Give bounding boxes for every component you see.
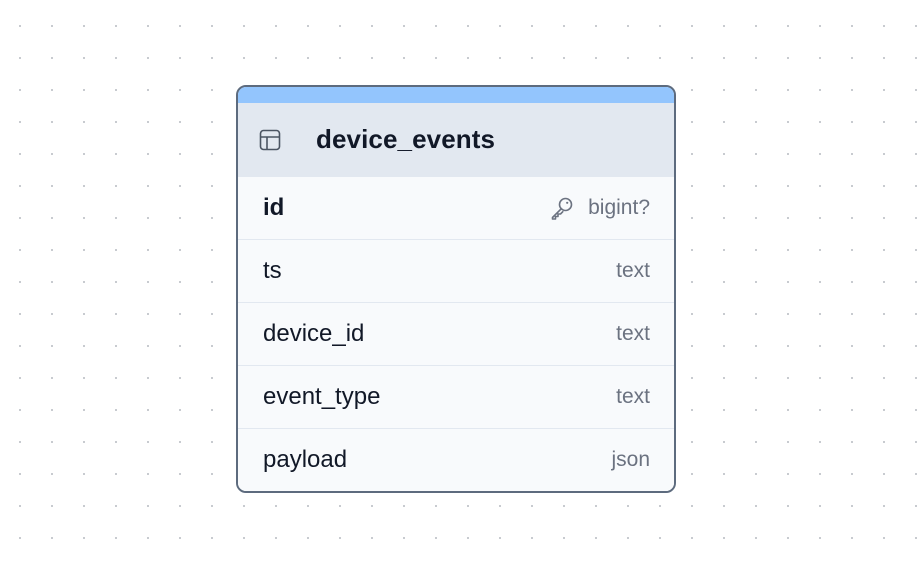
- table-icon: [258, 128, 282, 152]
- column-row-payload[interactable]: payload json: [238, 428, 674, 491]
- column-type: json: [611, 448, 650, 471]
- column-name: id: [263, 194, 285, 221]
- column-type: text: [616, 385, 650, 408]
- column-type: text: [616, 322, 650, 345]
- table-title: device_events: [316, 124, 496, 154]
- column-row-ts[interactable]: ts text: [238, 239, 674, 302]
- table-accent-bar: [238, 87, 674, 103]
- column-meta: bigint?: [548, 194, 650, 222]
- column-row-id[interactable]: id bigint?: [238, 176, 674, 239]
- column-name: payload: [263, 446, 348, 473]
- column-name: device_id: [263, 320, 365, 347]
- column-name: ts: [263, 257, 282, 284]
- column-name: event_type: [263, 383, 381, 410]
- table-node-device-events[interactable]: device_events id bigint? ts text device_…: [236, 85, 676, 493]
- key-icon: [548, 194, 576, 222]
- table-header[interactable]: device_events: [238, 103, 674, 176]
- column-type: bigint?: [588, 196, 650, 219]
- column-row-event-type[interactable]: event_type text: [238, 365, 674, 428]
- column-type: text: [616, 259, 650, 282]
- column-row-device-id[interactable]: device_id text: [238, 302, 674, 365]
